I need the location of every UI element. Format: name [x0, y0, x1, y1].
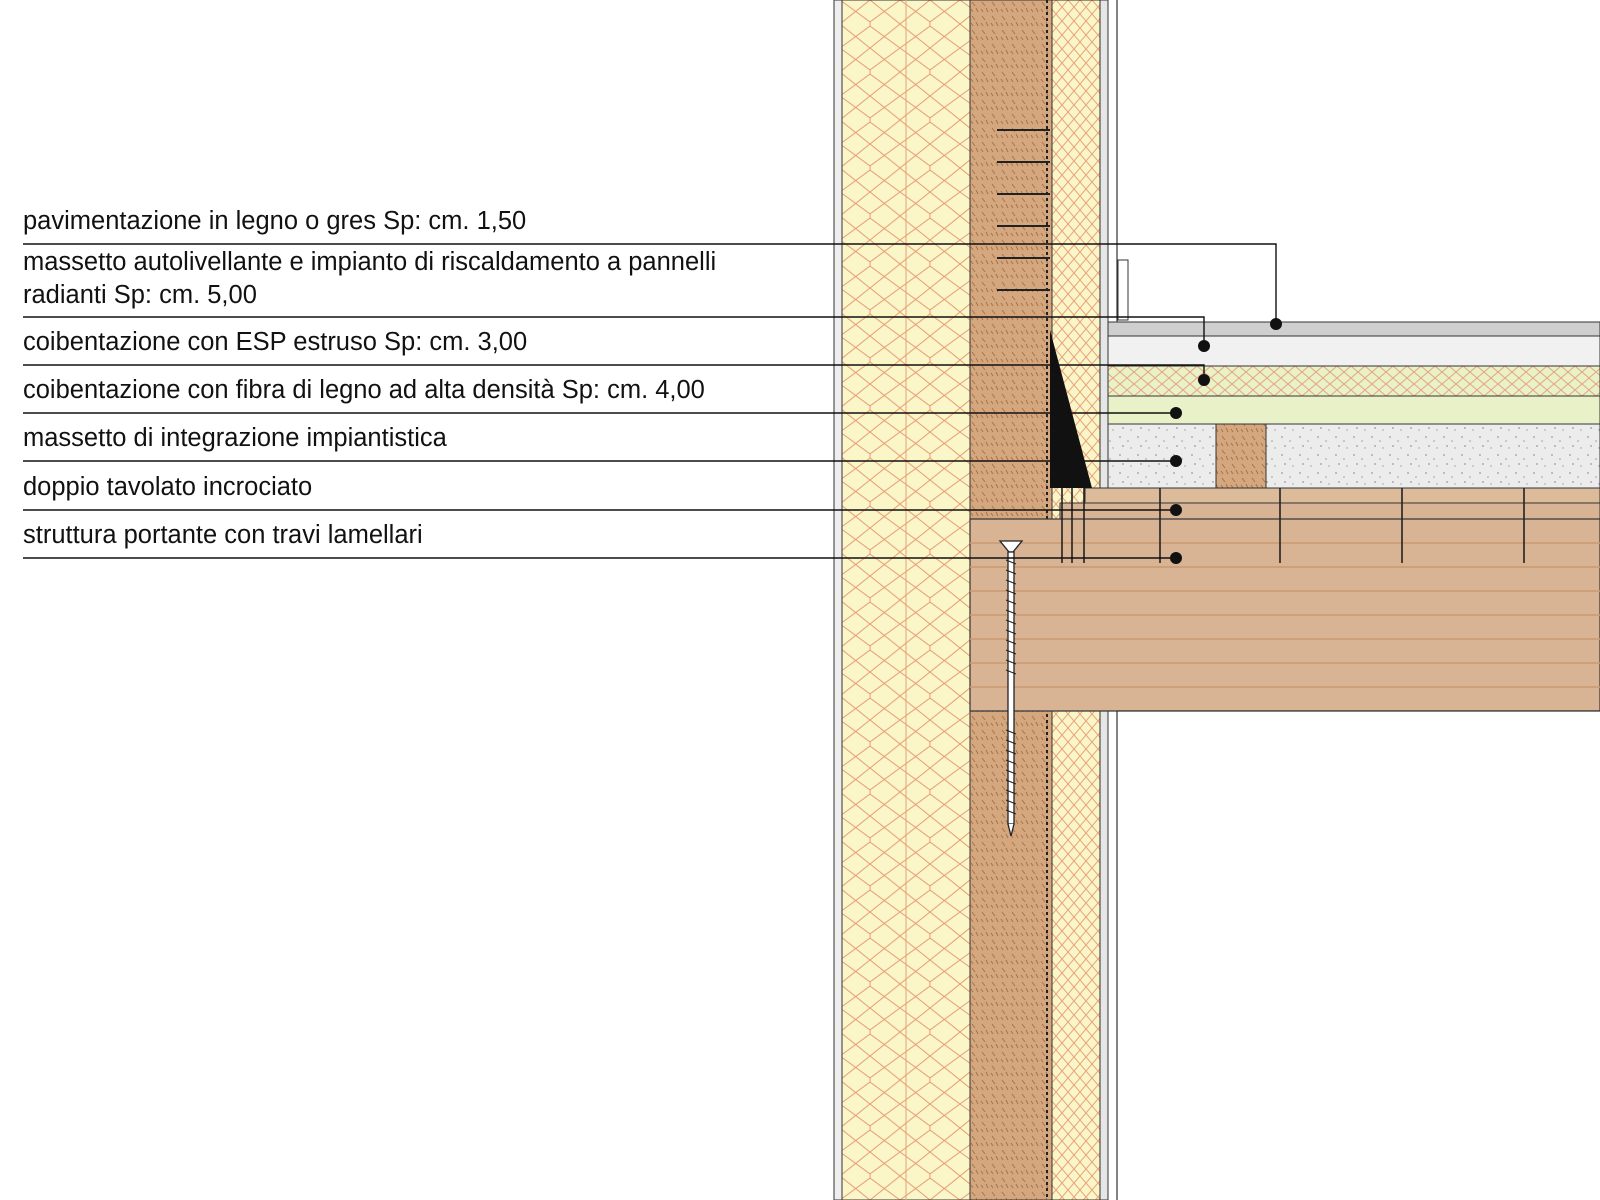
label-coibentazione-fibra: coibentazione con fibra di legno ad alta…: [23, 376, 705, 404]
wall-outer-finish: [833, 0, 843, 1200]
floor-nails: [1061, 488, 1525, 563]
leader-massetto-autolivellante: [23, 316, 1205, 346]
label-pavimentazione: pavimentazione in legno o gres Sp: cm. 1…: [23, 207, 527, 235]
leader-pavimentazione: [23, 243, 1277, 324]
wall-nails: [997, 129, 1050, 291]
label-doppio-tavolato: doppio tavolato incrociato: [23, 473, 313, 501]
room-above: [1118, 0, 1600, 322]
glulam-beam: [969, 518, 1600, 712]
long-screw: [998, 540, 1024, 837]
label-massetto-autolivellante: massetto autolivellante e impianto di ri…: [23, 248, 717, 309]
label-massetto-integrazione: massetto di integrazione impiantistica: [23, 424, 447, 452]
leader-dots: [1170, 318, 1282, 564]
floor-screed-layer: [1107, 335, 1600, 367]
timber-batten: [1215, 423, 1267, 489]
perimeter-strip: [1117, 259, 1129, 321]
room-below: [1118, 711, 1600, 1200]
leader-lines: [23, 243, 1277, 559]
floor-wood-fibre-insulation: [1107, 395, 1600, 425]
floor-service-screed: [1107, 423, 1600, 489]
floor-cross-boarding: [1059, 487, 1600, 520]
label-struttura-portante: struttura portante con travi lamellari: [23, 521, 423, 549]
sealing-wedge: [1050, 330, 1092, 488]
label-coibentazione-esp: coibentazione con ESP estruso Sp: cm. 3,…: [23, 328, 528, 356]
floor-finish-layer: [1107, 321, 1600, 337]
wall-outer-insulation: [841, 0, 971, 1200]
floor-esp-insulation: [1107, 365, 1600, 397]
